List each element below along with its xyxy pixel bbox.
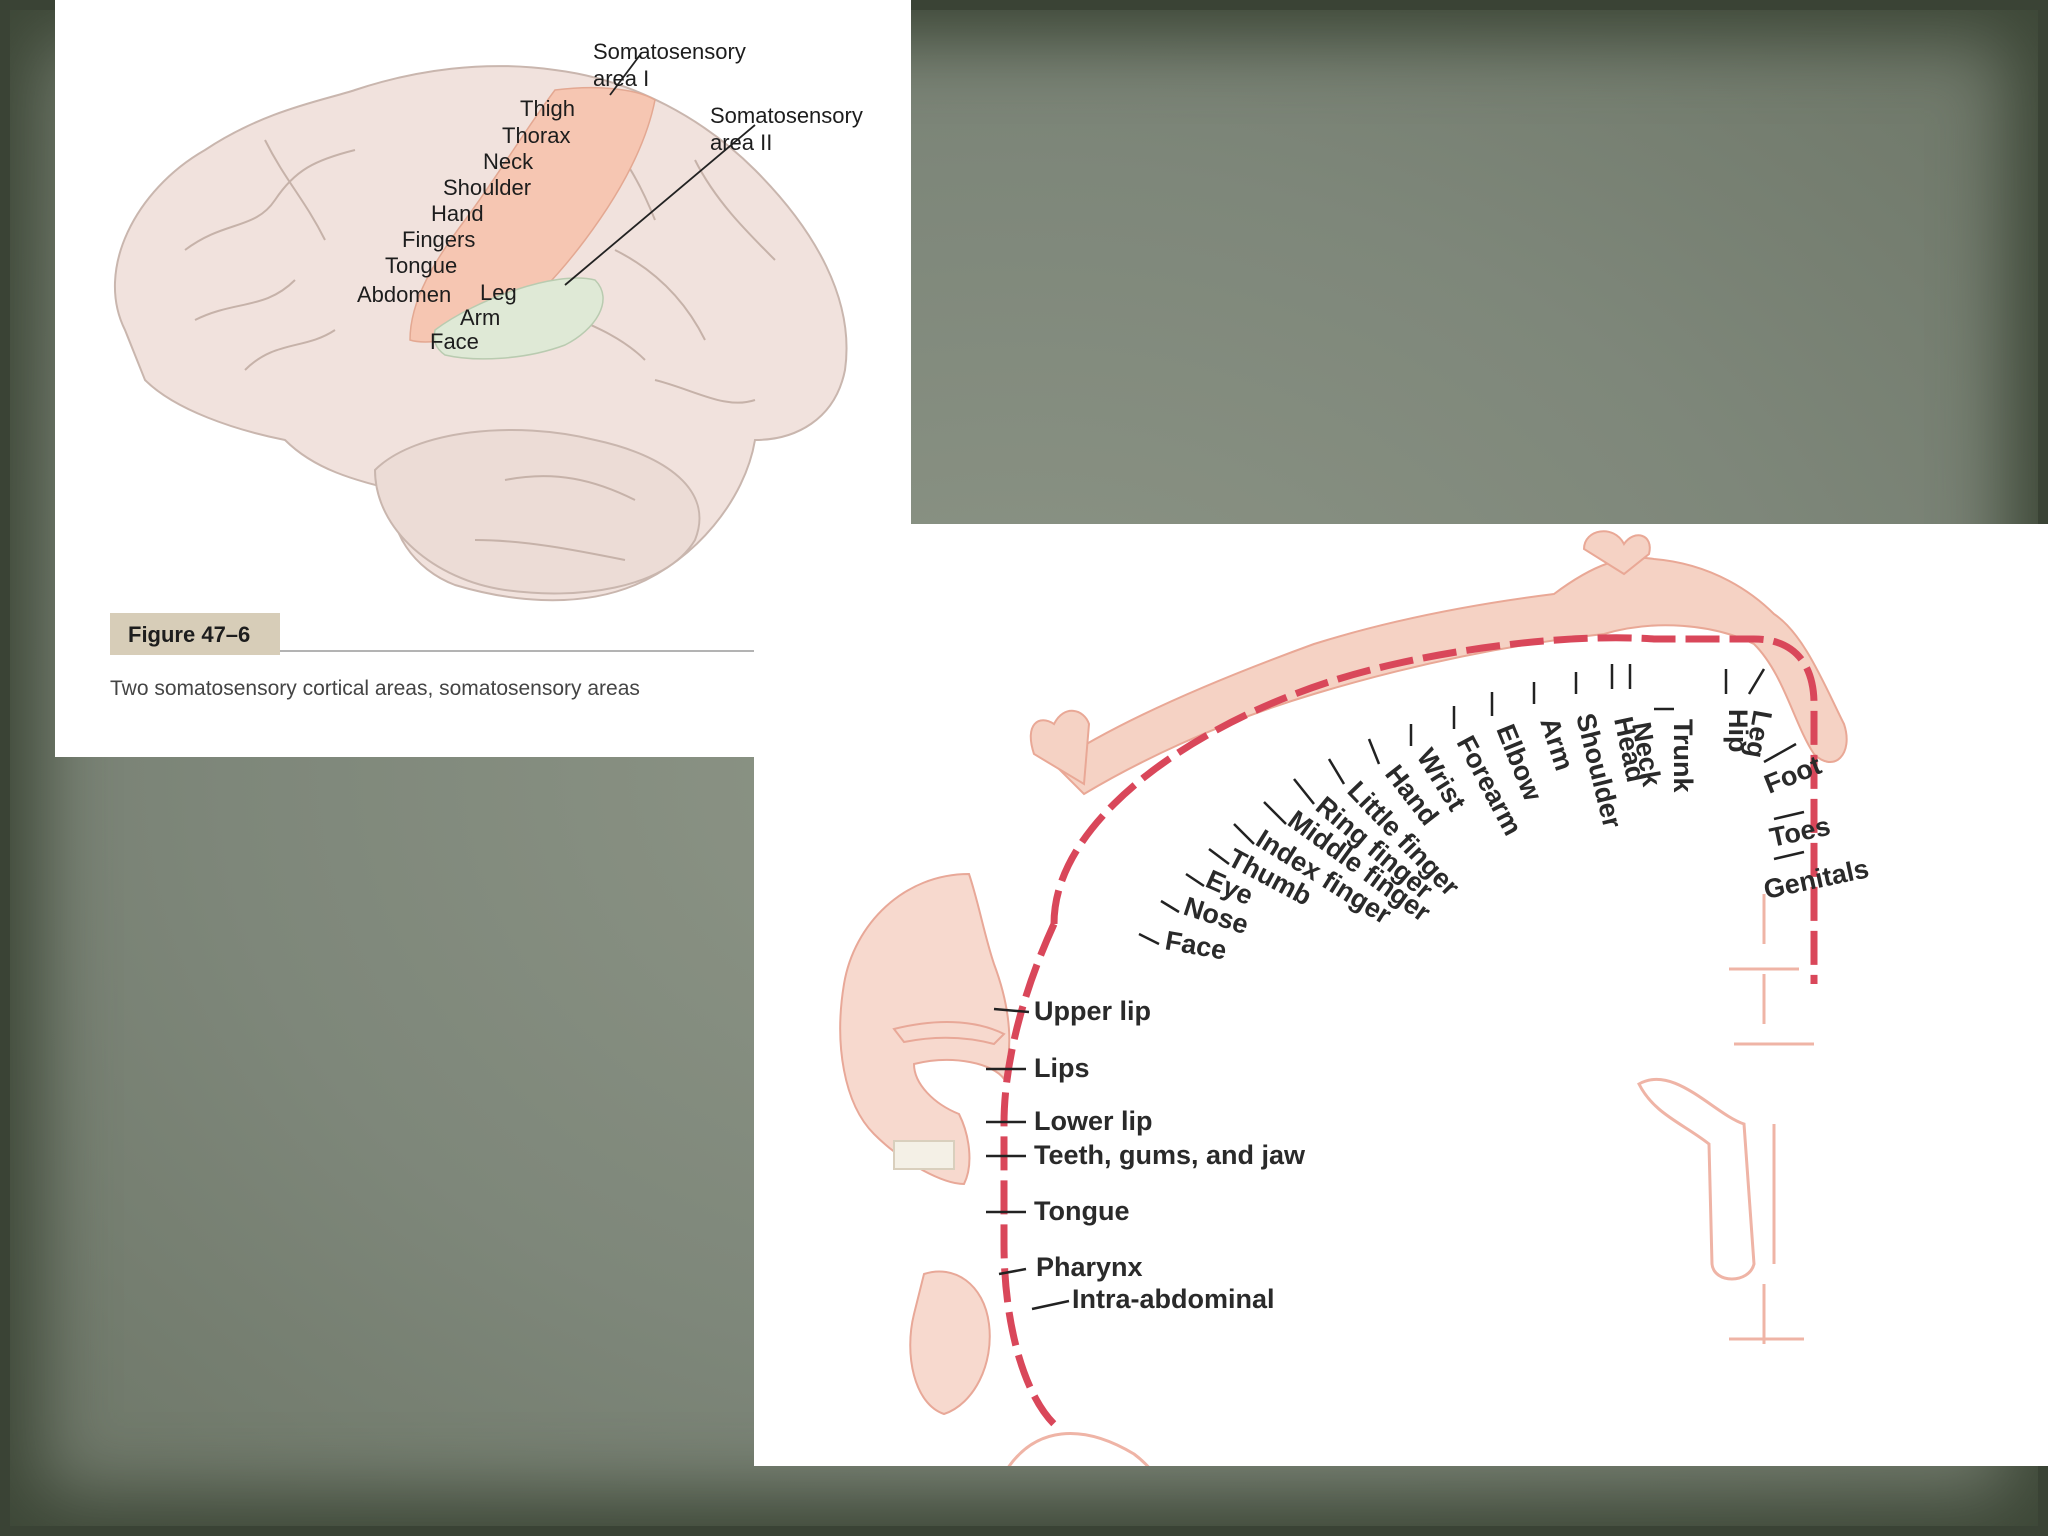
label-intra-abdominal: Intra-abdominal (1072, 1284, 1275, 1314)
label-pharynx: Pharynx (1036, 1252, 1143, 1282)
label-face: Face (430, 329, 479, 354)
label-tongue: Tongue (1034, 1196, 1129, 1226)
leader-index-finger (1233, 823, 1255, 845)
leader-little-finger (1327, 758, 1346, 785)
figure-label-box (110, 613, 280, 655)
figure-caption: Two somatosensory cortical areas, somato… (110, 677, 640, 700)
label-leg: Leg (480, 280, 517, 305)
leader-foot (1763, 742, 1797, 764)
callout-area-one-line1: Somatosensory (593, 39, 746, 64)
label-thigh: Thigh (520, 96, 575, 121)
leader-face (1138, 932, 1160, 946)
label-thorax: Thorax (502, 123, 570, 148)
leader-leg (1747, 668, 1766, 695)
leader-intra-abdominal (1031, 1299, 1070, 1311)
label-shoulder: Shoulder (443, 175, 531, 200)
homunculus-body (1029, 530, 1848, 796)
label-hip: Hip (1723, 709, 1753, 753)
label-upper-lip: Upper lip (1034, 996, 1151, 1026)
leader-middle-finger (1263, 801, 1287, 825)
callout-area-two-line1: Somatosensory (710, 103, 863, 128)
leader-nose (1160, 899, 1180, 914)
brain-figure-panel: Somatosensory area I Somatosensory area … (55, 0, 911, 757)
callout-area-two-line2: area II (710, 130, 772, 155)
homunculus-figure: LegHipTrunkNeckHeadShoulderArmElbowForea… (839, 530, 1871, 1466)
label-lips: Lips (1034, 1053, 1090, 1083)
label-neck: Neck (483, 149, 534, 174)
leader-ring-finger (1293, 778, 1315, 805)
label-abdomen: Abdomen (357, 282, 451, 307)
leader-upper-lip (993, 1007, 1030, 1014)
temporal-lobe (373, 429, 701, 595)
label-lower-lip: Lower lip (1034, 1106, 1153, 1136)
leader-hand (1367, 738, 1381, 765)
cortex-dashed-line-left (1000, 922, 1058, 1427)
callout-area-one-line2: area I (593, 66, 649, 91)
face-profile (839, 872, 1011, 1416)
somatosensory-area-two (433, 277, 604, 360)
leader-eye (1185, 872, 1205, 888)
leader-pharynx (998, 1267, 1027, 1276)
homunculus-labels: LegHipTrunkNeckHeadShoulderArmElbowForea… (986, 664, 1871, 1314)
label-teeth-gums-and-jaw: Teeth, gums, and jaw (1034, 1140, 1306, 1170)
figure-label: Figure 47–6 (128, 622, 250, 647)
cortex-dashed-line (1050, 634, 1818, 984)
brain-sulci (184, 109, 776, 561)
leader-thumb (1208, 848, 1230, 865)
label-hand: Hand (431, 201, 484, 226)
callout-line-area-two (564, 124, 756, 286)
leader-genitals (1773, 850, 1805, 861)
teeth-jaw-drawing (893, 1140, 955, 1170)
background-outlines (1007, 894, 1814, 1466)
brain-figure: Somatosensory area I Somatosensory area … (110, 39, 863, 700)
label-trunk: Trunk (1668, 719, 1698, 793)
callout-line-area-one (609, 54, 641, 96)
label-arm: Arm (460, 305, 500, 330)
label-fingers: Fingers (402, 227, 475, 252)
label-tongue: Tongue (385, 253, 457, 278)
leader-toes (1773, 810, 1805, 821)
